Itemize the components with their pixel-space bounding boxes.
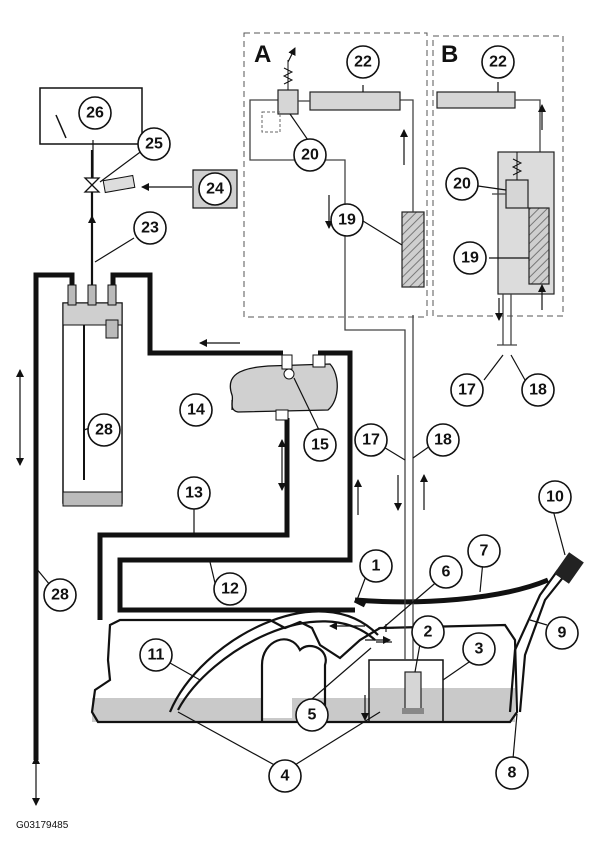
- callout-7: 7: [467, 534, 501, 568]
- svg-text:18: 18: [434, 432, 452, 449]
- svg-text:4: 4: [281, 768, 290, 785]
- svg-text:11: 11: [148, 647, 165, 664]
- svg-text:14: 14: [187, 402, 205, 419]
- callout-19-a: 19: [330, 203, 364, 237]
- rail-return-line: [110, 272, 283, 356]
- callout-20-a: 20: [293, 138, 327, 172]
- callout-2: 2: [411, 615, 445, 649]
- callout-14: 14: [179, 393, 213, 427]
- line-17: [249, 99, 406, 660]
- swirl-pot: [368, 659, 444, 723]
- fuel-pump-2: [404, 671, 422, 711]
- filler-cap: [554, 552, 584, 584]
- fuel-filter-b: [528, 207, 550, 285]
- lines-17-18-b: [502, 294, 512, 345]
- svg-text:2: 2: [424, 624, 433, 641]
- svg-text:9: 9: [558, 625, 567, 642]
- callout-22-b: 22: [481, 45, 515, 79]
- svg-text:24: 24: [206, 181, 224, 198]
- callout-18-b: 18: [521, 373, 555, 407]
- gauge-needle: [55, 114, 67, 139]
- view-label-a: A: [254, 41, 271, 68]
- svg-text:25: 25: [145, 136, 163, 153]
- valve-15: [283, 368, 295, 380]
- svg-text:13: 13: [185, 485, 203, 502]
- regulator-spring-a: [282, 60, 294, 90]
- svg-text:28: 28: [95, 422, 113, 439]
- detail-box-a: [243, 32, 428, 318]
- svg-text:10: 10: [546, 489, 564, 506]
- callout-1: 1: [359, 549, 393, 583]
- callout-17: 17: [354, 423, 388, 457]
- svg-text:6: 6: [442, 564, 451, 581]
- callout-20-b: 20: [445, 167, 479, 201]
- callout-5: 5: [295, 698, 329, 732]
- shutoff-valve: [83, 177, 101, 193]
- callout-17-b: 17: [450, 373, 484, 407]
- fuel-rail-b: [436, 91, 516, 109]
- callout-23: 23: [133, 211, 167, 245]
- pressure-gauge: [39, 87, 143, 145]
- canister-14: [229, 363, 338, 413]
- svg-text:19: 19: [461, 250, 479, 267]
- valve-actuator: [102, 174, 136, 194]
- svg-text:22: 22: [354, 54, 372, 71]
- callout-25: 25: [137, 127, 171, 161]
- svg-text:19: 19: [338, 212, 356, 229]
- callout-13: 13: [177, 476, 211, 510]
- svg-text:20: 20: [453, 176, 471, 193]
- callout-12: 12: [213, 572, 247, 606]
- callout-10: 10: [538, 480, 572, 514]
- fuel-filter-a: [401, 211, 425, 288]
- callout-28-line: 28: [43, 578, 77, 612]
- callout-11: 11: [139, 638, 173, 672]
- pressure-regulator-a: [277, 89, 299, 115]
- svg-text:15: 15: [311, 437, 329, 454]
- line-12: [117, 350, 355, 613]
- callout-22-a: 22: [346, 45, 380, 79]
- svg-text:17: 17: [362, 432, 380, 449]
- callout-18: 18: [426, 423, 460, 457]
- svg-text:23: 23: [141, 220, 159, 237]
- svg-text:26: 26: [86, 105, 104, 122]
- svg-text:20: 20: [301, 147, 319, 164]
- filler-neck: [518, 574, 566, 713]
- callout-6: 6: [429, 555, 463, 589]
- callout-26: 26: [78, 96, 112, 130]
- callout-4: 4: [268, 759, 302, 793]
- figure-code: G03179485: [16, 820, 69, 831]
- callout-19-b: 19: [453, 241, 487, 275]
- engine-injector-assembly: [62, 284, 123, 507]
- svg-text:12: 12: [221, 581, 239, 598]
- view-label-b: B: [441, 41, 458, 68]
- transfer-hose: [177, 620, 376, 711]
- callout-3: 3: [462, 632, 496, 666]
- callout-15: 15: [303, 428, 337, 462]
- callout-24: 24: [198, 172, 232, 206]
- svg-text:3: 3: [475, 641, 484, 658]
- line-7: [354, 577, 549, 605]
- svg-text:1: 1: [372, 558, 381, 575]
- svg-text:5: 5: [308, 707, 317, 724]
- pressure-regulator-b: [505, 179, 529, 209]
- svg-text:22: 22: [489, 54, 507, 71]
- callout-8: 8: [495, 756, 529, 790]
- leader-lines: [35, 82, 566, 771]
- feed-line-28: [33, 272, 75, 760]
- svg-text:8: 8: [508, 765, 517, 782]
- svg-text:18: 18: [529, 382, 547, 399]
- svg-text:7: 7: [480, 543, 489, 560]
- fuel-rail-a: [309, 91, 401, 111]
- transfer-hose-outer: [168, 610, 379, 713]
- svg-text:28: 28: [51, 587, 69, 604]
- callout-28-engine: 28: [87, 413, 121, 447]
- svg-text:17: 17: [458, 382, 476, 399]
- callout-9: 9: [545, 616, 579, 650]
